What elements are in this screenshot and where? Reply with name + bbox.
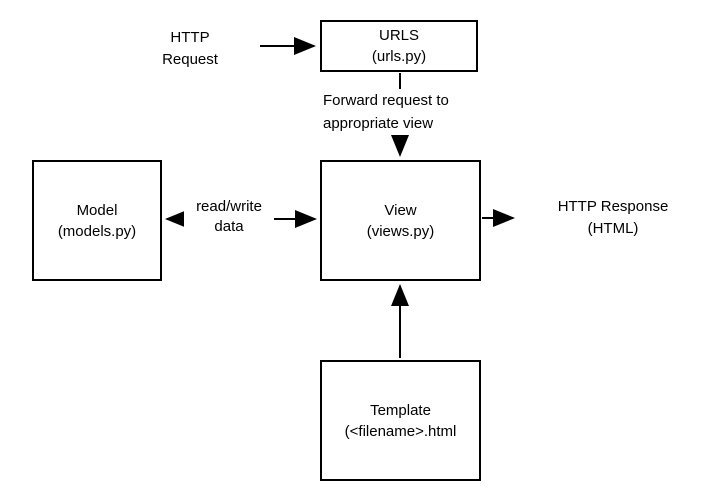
template-box-filename: (<filename>.html: [344, 422, 457, 440]
http-request-label: HTTP Request: [140, 27, 240, 71]
read-write-data-label: read/write data: [184, 197, 274, 237]
template-box: Template (<filename>.html: [320, 360, 481, 481]
http-request-label-line1: HTTP: [170, 29, 210, 46]
view-box-title: View: [384, 201, 417, 219]
forward-request-label-line1: Forward request to: [323, 92, 449, 109]
http-request-label-line2: Request: [162, 51, 218, 68]
model-box-title: Model: [76, 201, 118, 219]
http-response-label-line1: HTTP Response: [557, 198, 669, 215]
model-box-filename: (models.py): [57, 222, 137, 240]
read-write-data-label-line1: read/write: [196, 198, 262, 215]
view-box: View (views.py): [320, 160, 481, 281]
forward-request-label-line2: appropriate view: [323, 115, 434, 132]
http-response-label: HTTP Response (HTML): [535, 196, 691, 240]
forward-request-label: Forward request to appropriate view: [321, 89, 451, 135]
urls-box: URLS (urls.py): [320, 20, 478, 72]
read-write-data-label-line2: data: [214, 218, 244, 235]
template-box-title: Template: [370, 401, 431, 419]
view-box-filename: (views.py): [366, 222, 435, 240]
model-box: Model (models.py): [32, 160, 162, 281]
http-response-label-line2: (HTML): [587, 220, 639, 237]
urls-box-filename: (urls.py): [371, 48, 427, 65]
urls-box-title: URLS: [378, 27, 419, 44]
